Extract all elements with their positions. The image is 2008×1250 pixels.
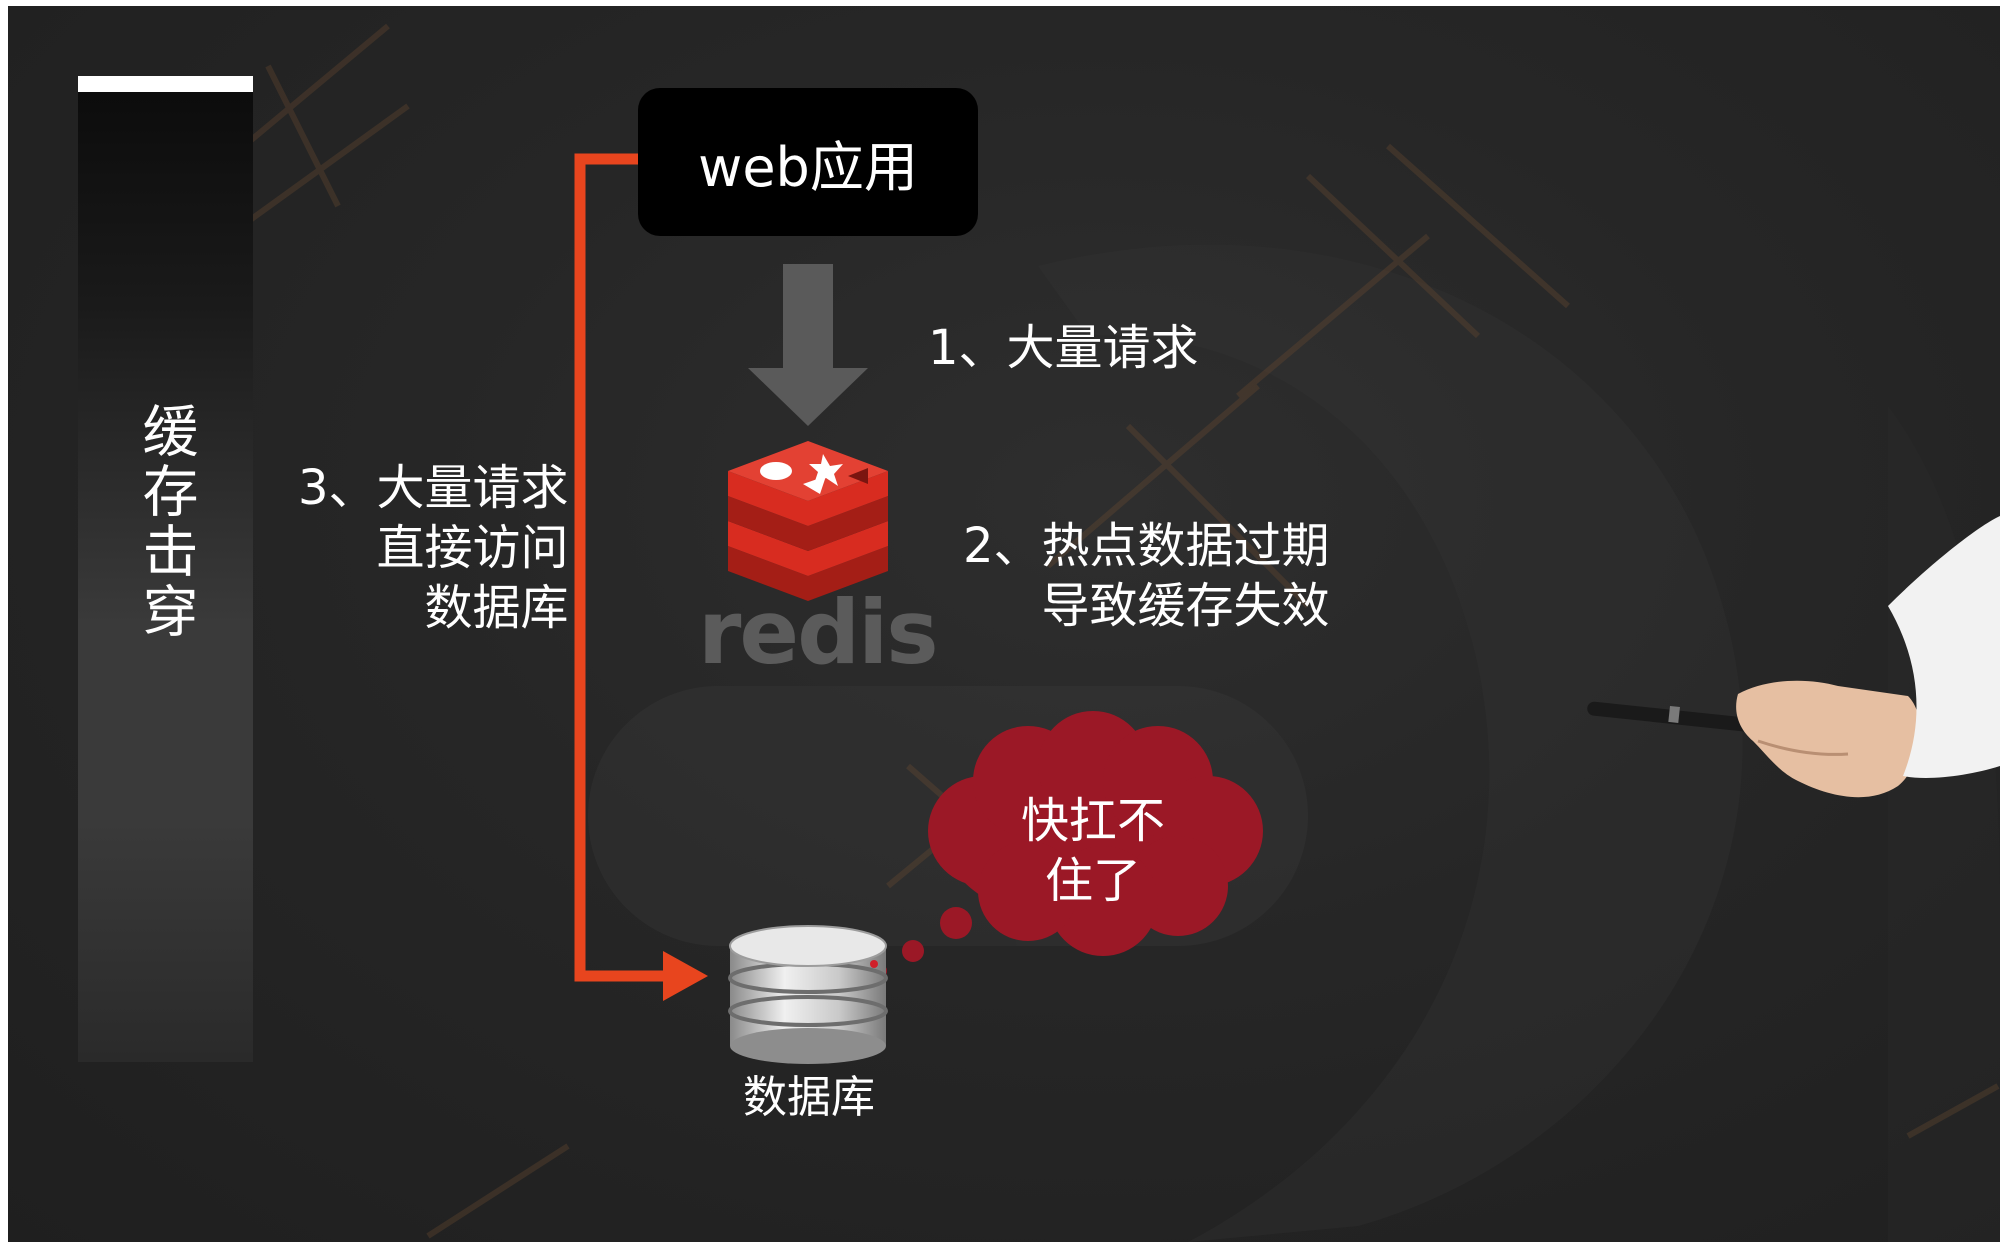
web-app-label: web应用 (698, 135, 918, 199)
direct-access-arrow (574, 153, 708, 1001)
redis-logo-icon (728, 441, 888, 601)
redis-logo-text: redis (698, 581, 939, 684)
database-icon (728, 925, 888, 1064)
speech-cloud-icon (873, 711, 1263, 978)
diagram-graphics (206, 23, 2000, 1242)
database-label: 数据库 (743, 1072, 875, 1123)
title-accent-line (78, 76, 253, 94)
step1-label: 1、大量请求 (928, 320, 1199, 376)
slide-title: 缓存击穿 (133, 402, 198, 642)
down-arrow-icon (748, 264, 868, 426)
step3-label: 3、大量请求 直接访问 数据库 (298, 460, 569, 636)
title-bar: 缓存击穿 (78, 92, 253, 1062)
slide: 缓存击穿 web应用 1、大量请求 2、热点数据过期 导致缓存失效 3、大量请求… (8, 6, 2000, 1242)
cloud-text: 快扛不 住了 (1020, 793, 1165, 909)
presenter-hand-icon (1587, 516, 2000, 798)
web-app-box: web应用 (638, 88, 978, 236)
step2-label: 2、热点数据过期 导致缓存失效 (963, 518, 1330, 634)
